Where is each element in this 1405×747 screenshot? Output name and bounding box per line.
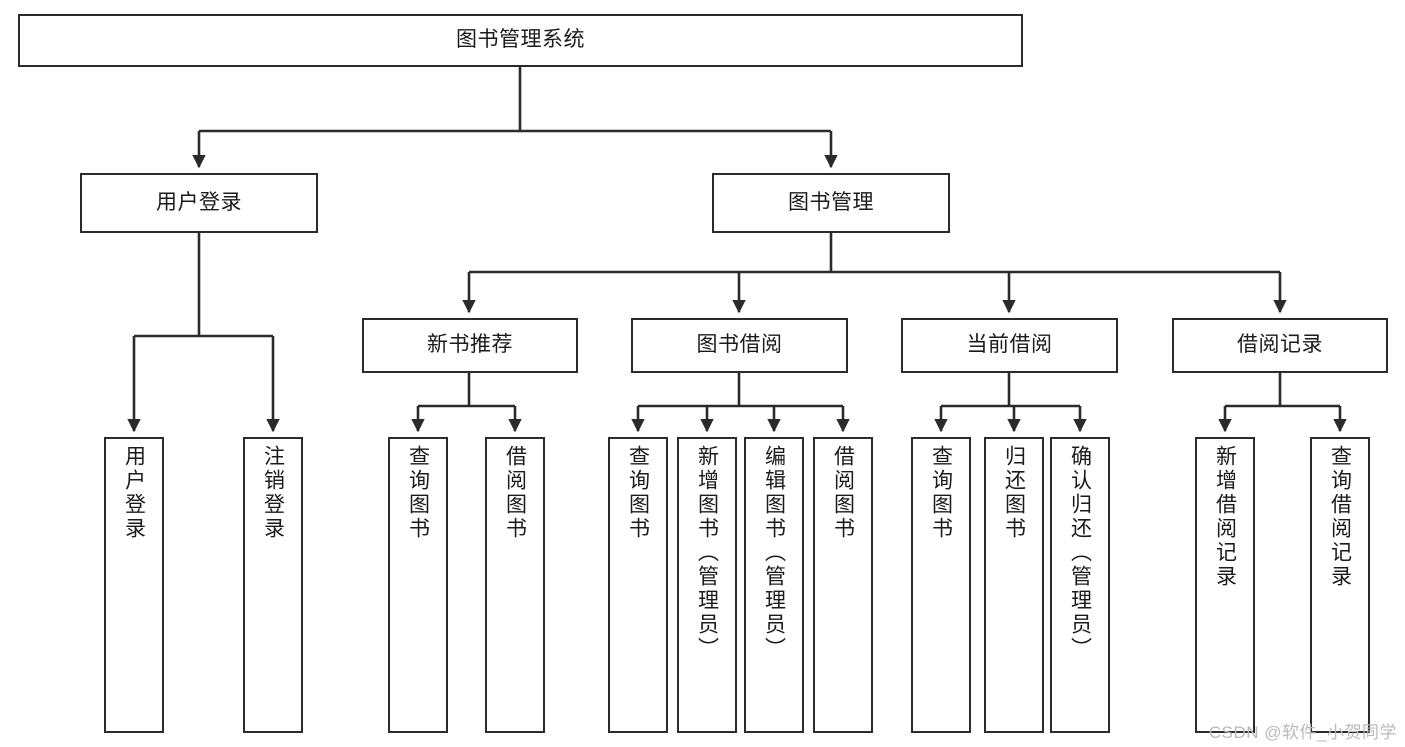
node-book-management-label: 图书管理 <box>788 190 874 214</box>
node-leaf-logout[interactable]: 注销登录 <box>243 437 303 733</box>
node-new-book-recommend[interactable]: 新书推荐 <box>362 318 578 373</box>
node-leaf-query-books-borrow-label: 查询图书 <box>626 445 650 541</box>
node-leaf-query-borrow-record[interactable]: 查询借阅记录 <box>1310 437 1370 733</box>
node-leaf-logout-label: 注销登录 <box>261 445 285 541</box>
node-leaf-return-book[interactable]: 归还图书 <box>984 437 1044 733</box>
node-leaf-add-borrow-record[interactable]: 新增借阅记录 <box>1195 437 1255 733</box>
node-leaf-return-book-label: 归还图书 <box>1002 445 1026 541</box>
node-leaf-query-books-current-label: 查询图书 <box>929 445 953 541</box>
edge-group-user-login <box>127 233 280 433</box>
node-leaf-query-borrow-record-label: 查询借阅记录 <box>1328 445 1352 589</box>
node-book-borrow-label: 图书借阅 <box>696 333 783 357</box>
node-root-system-label: 图书管理系统 <box>456 28 585 52</box>
node-book-borrow[interactable]: 图书借阅 <box>631 318 848 373</box>
node-leaf-query-books-current[interactable]: 查询图书 <box>911 437 971 733</box>
node-leaf-user-login[interactable]: 用户登录 <box>104 437 164 733</box>
node-leaf-confirm-return-admin-label: 确认归还（管理员） <box>1068 445 1092 661</box>
node-leaf-add-book-admin-label: 新增图书（管理员） <box>695 445 719 661</box>
node-root-system[interactable]: 图书管理系统 <box>18 14 1023 67</box>
node-leaf-edit-book-admin-label: 编辑图书（管理员） <box>762 445 786 661</box>
node-leaf-confirm-return-admin[interactable]: 确认归还（管理员） <box>1050 437 1110 733</box>
edge-group-records <box>1218 373 1347 433</box>
node-leaf-borrow-books-recommend[interactable]: 借阅图书 <box>485 437 545 733</box>
node-new-book-recommend-label: 新书推荐 <box>427 333 513 357</box>
node-leaf-add-borrow-record-label: 新增借阅记录 <box>1213 445 1237 589</box>
node-leaf-query-books-recommend[interactable]: 查询图书 <box>388 437 448 733</box>
node-leaf-borrow-books-recommend-label: 借阅图书 <box>503 445 527 541</box>
node-leaf-lend-book-label: 借阅图书 <box>831 445 855 541</box>
node-leaf-user-login-label: 用户登录 <box>122 445 146 541</box>
node-borrow-records-label: 借阅记录 <box>1237 333 1323 357</box>
node-user-login[interactable]: 用户登录 <box>80 173 318 233</box>
node-leaf-query-books-recommend-label: 查询图书 <box>406 445 430 541</box>
node-leaf-lend-book[interactable]: 借阅图书 <box>813 437 873 733</box>
node-book-management[interactable]: 图书管理 <box>712 173 950 233</box>
edge-group-current <box>934 373 1087 433</box>
csdn-watermark: CSDN @软件_小贺同学 <box>1208 723 1397 742</box>
node-user-login-label: 用户登录 <box>156 190 242 214</box>
edge-group-borrow <box>631 373 850 433</box>
edge-group-book-mgmt <box>462 233 1287 314</box>
edge-group-root <box>192 67 838 169</box>
node-borrow-records[interactable]: 借阅记录 <box>1172 318 1388 373</box>
node-current-borrow-label: 当前借阅 <box>966 333 1053 357</box>
node-leaf-edit-book-admin[interactable]: 编辑图书（管理员） <box>744 437 804 733</box>
edge-group-new-books <box>411 373 522 433</box>
node-leaf-add-book-admin[interactable]: 新增图书（管理员） <box>677 437 737 733</box>
node-leaf-query-books-borrow[interactable]: 查询图书 <box>608 437 668 733</box>
node-current-borrow[interactable]: 当前借阅 <box>901 318 1118 373</box>
